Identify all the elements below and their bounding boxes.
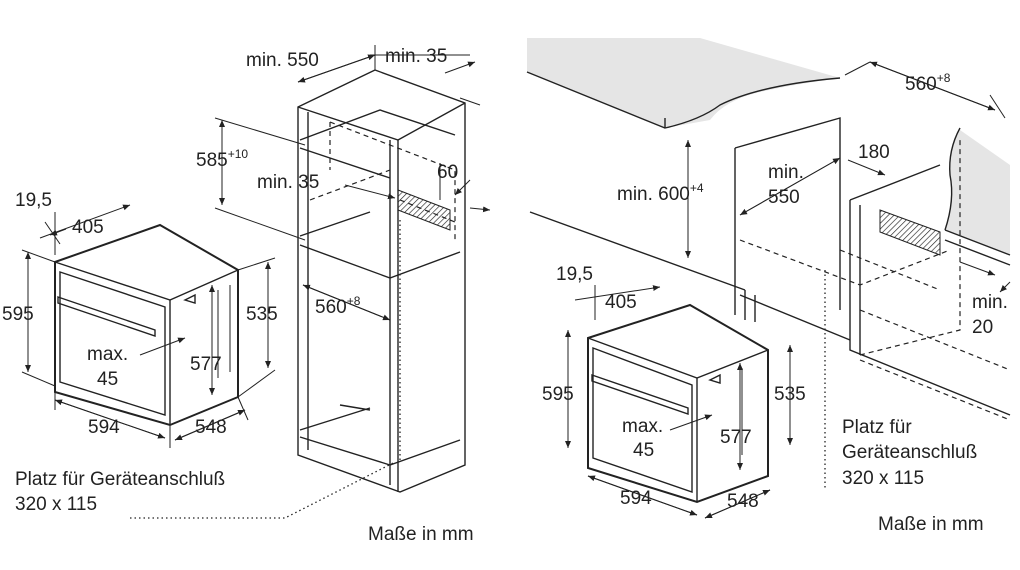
left-label-min-35: min. 35 — [385, 46, 447, 67]
left-tall-cabinet — [297, 69, 466, 493]
left-label-577: 577 — [190, 354, 222, 375]
left-label-405: 405 — [72, 217, 104, 238]
right-dimensions — [565, 61, 1011, 519]
right-label-19-5: 19,5 — [556, 264, 593, 285]
right-label-20: 20 — [972, 317, 993, 338]
right-connection-label-2: Geräteanschluß — [842, 442, 977, 463]
oven-handle-icon — [57, 296, 156, 337]
right-label-577: 577 — [720, 427, 752, 448]
left-label-585: 585+10 — [196, 147, 248, 171]
left-connection-label-1: Platz für Geräteanschluß — [15, 469, 225, 490]
right-units-label: Maße in mm — [878, 514, 984, 535]
left-units-label: Maße in mm — [368, 524, 474, 545]
right-label-535: 535 — [774, 384, 806, 405]
right-label-405: 405 — [605, 292, 637, 313]
right-label-min: min. — [768, 162, 804, 183]
right-label-45: 45 — [633, 440, 654, 461]
left-label-595: 595 — [2, 304, 34, 325]
left-label-535: 535 — [246, 304, 278, 325]
right-label-min-600: min. 600+4 — [617, 181, 704, 205]
right-label-550: 550 — [768, 187, 800, 208]
right-diagram: min. 600+4 min. 550 560+8 180 min. 20 19… — [526, 38, 1011, 535]
left-label-19-5: 19,5 — [15, 190, 52, 211]
right-label-560: 560+8 — [905, 71, 951, 95]
right-cabinet — [529, 117, 1011, 490]
left-diagram: 19,5 405 595 577 535 max. 45 594 548 min… — [2, 45, 491, 545]
right-label-180: 180 — [858, 142, 890, 163]
right-label-max: max. — [622, 416, 663, 437]
right-label-595: 595 — [542, 384, 574, 405]
left-oven-dimensions — [21, 204, 276, 448]
left-label-min-550: min. 550 — [246, 50, 319, 71]
left-label-vent-min-35: min. 35 — [257, 172, 319, 193]
left-cabinet-dimensions — [214, 45, 491, 321]
left-connection-label-2: 320 x 115 — [15, 494, 97, 515]
right-oven — [587, 303, 769, 504]
right-worktop — [526, 38, 1011, 266]
left-oven — [54, 223, 239, 427]
left-label-594: 594 — [88, 417, 120, 438]
right-connection-label-3: 320 x 115 — [842, 468, 924, 489]
oven-handle-icon — [591, 374, 689, 415]
left-label-max: max. — [87, 344, 128, 365]
right-label-rear-min: min. — [972, 292, 1008, 313]
left-label-548: 548 — [195, 417, 227, 438]
right-label-548: 548 — [727, 491, 759, 512]
right-label-594: 594 — [620, 488, 652, 509]
right-connection-label-1: Platz für — [842, 417, 912, 438]
left-label-45: 45 — [97, 369, 118, 390]
left-label-60: 60 — [437, 162, 458, 183]
left-label-560: 560+8 — [315, 294, 361, 318]
